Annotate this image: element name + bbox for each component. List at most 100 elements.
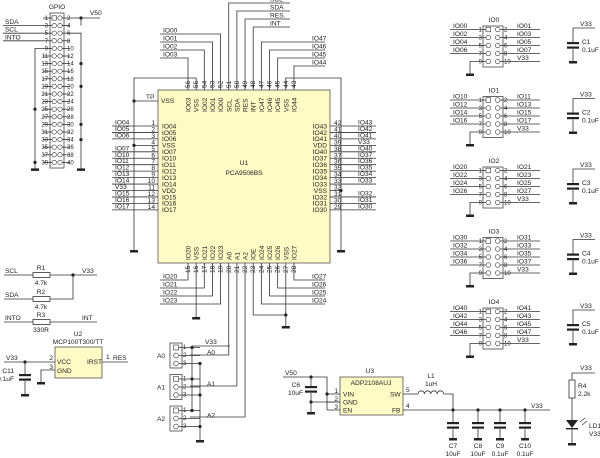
pin-number: 49 bbox=[242, 80, 249, 88]
resistor-value: 4.7k bbox=[35, 280, 48, 287]
pin-number: 12 bbox=[67, 54, 74, 60]
pin-icon bbox=[57, 15, 63, 21]
pin-icon bbox=[495, 42, 501, 49]
pin-icon bbox=[485, 58, 491, 65]
pin-number: 7 bbox=[479, 193, 483, 199]
pin-name: A1 bbox=[234, 252, 241, 260]
net-label: IO32 bbox=[453, 243, 468, 250]
pin-name: IO05 bbox=[162, 130, 177, 137]
cap-ref: C4 bbox=[582, 251, 591, 258]
pin-name: IO45 bbox=[275, 97, 282, 112]
pin-icon bbox=[485, 199, 491, 206]
wire bbox=[277, 57, 325, 82]
pin-number: 1 bbox=[183, 408, 187, 414]
pin-icon bbox=[51, 159, 57, 165]
inductor-value: 1uH bbox=[425, 381, 437, 388]
pin-number: 9 bbox=[151, 172, 155, 179]
pin-number: 3 bbox=[479, 247, 483, 253]
wire bbox=[572, 309, 595, 324]
pin-number: 1 bbox=[334, 388, 338, 395]
net-label: V33 bbox=[517, 196, 529, 203]
pin-name: VCC bbox=[57, 359, 71, 366]
ground-icon bbox=[569, 131, 577, 134]
capacitor-plate bbox=[519, 422, 531, 425]
junction-dot bbox=[339, 188, 343, 193]
net-label: A2 bbox=[207, 413, 215, 420]
junction-dot bbox=[190, 408, 194, 413]
wire bbox=[572, 27, 595, 42]
net-label: V33 bbox=[6, 355, 18, 362]
pin-name: IO12 bbox=[162, 168, 177, 175]
pin-name: IO46 bbox=[267, 97, 274, 112]
pin-name: IO04 bbox=[162, 123, 177, 130]
net-label: IO07 bbox=[517, 47, 532, 54]
wire bbox=[160, 33, 222, 82]
gpio-v50-label: V50 bbox=[90, 10, 102, 17]
net-label: IO27 bbox=[517, 188, 532, 195]
pin-number: 7 bbox=[479, 334, 483, 340]
pin-icon bbox=[51, 137, 57, 143]
wire bbox=[160, 273, 189, 281]
cap-value: 0.1uF bbox=[0, 376, 14, 383]
pin-number: 31 bbox=[334, 191, 342, 198]
pin-icon bbox=[57, 30, 63, 36]
wire bbox=[285, 77, 342, 250]
ground-icon bbox=[569, 343, 577, 346]
pin-number: 37 bbox=[334, 152, 342, 159]
pin-number: 32 bbox=[67, 130, 74, 136]
ground-icon bbox=[21, 394, 29, 397]
pin-icon bbox=[495, 246, 501, 252]
net-label: SCL bbox=[5, 268, 18, 275]
net-label: IO02 bbox=[163, 44, 178, 51]
pin-name: IO30 bbox=[313, 207, 328, 214]
pin-icon bbox=[495, 26, 501, 33]
pin-number: 7 bbox=[479, 52, 483, 58]
net-label: IO46 bbox=[453, 329, 468, 336]
net-label: V33 bbox=[580, 303, 592, 310]
inductor-ref: L1 bbox=[427, 373, 435, 380]
capacitor-plate bbox=[305, 386, 317, 389]
net-label: IO10 bbox=[115, 152, 130, 159]
pin-name: IO33 bbox=[313, 181, 328, 188]
pin-number: 5 bbox=[479, 326, 483, 332]
pin-name: EN bbox=[343, 407, 352, 414]
pin-name: IO07 bbox=[162, 149, 177, 156]
capacitor-plate bbox=[472, 422, 484, 425]
pin-icon bbox=[495, 254, 501, 260]
pin-name: IO17 bbox=[162, 207, 177, 214]
ground-icon bbox=[337, 250, 345, 253]
pin-number: 19 bbox=[218, 265, 225, 273]
ground-icon bbox=[569, 202, 577, 205]
net-label: IO32 bbox=[358, 190, 373, 197]
pin-name: IO02 bbox=[202, 97, 209, 112]
net-label: IO41 bbox=[517, 305, 532, 312]
capacitor-plate bbox=[472, 426, 484, 429]
wire bbox=[572, 168, 595, 183]
net-label: RES. bbox=[270, 13, 286, 20]
capacitor-plate bbox=[567, 253, 579, 256]
pin-name: IO42 bbox=[313, 130, 328, 137]
resistor-R3 bbox=[32, 319, 51, 325]
net-label: V33 bbox=[82, 268, 94, 275]
pin-name: IO43 bbox=[313, 123, 328, 130]
cap-ref: C8 bbox=[474, 443, 483, 450]
cap-ref: C2 bbox=[582, 110, 591, 117]
pin-number: 5 bbox=[479, 255, 483, 261]
net-label: IO06 bbox=[453, 47, 468, 54]
capacitor-plate bbox=[447, 426, 459, 429]
pin-number: 28 bbox=[291, 265, 298, 273]
ground-icon bbox=[521, 438, 529, 441]
wire bbox=[260, 273, 325, 305]
pin-name: GND bbox=[343, 399, 358, 406]
pin-number: 8 bbox=[504, 334, 508, 340]
junction-dot bbox=[79, 138, 83, 142]
pin-number: 30 bbox=[67, 122, 74, 128]
u1-chip bbox=[157, 89, 331, 264]
pin-icon bbox=[173, 392, 179, 398]
pin-name: IO21 bbox=[202, 245, 209, 260]
pin-name: VDD bbox=[162, 188, 176, 195]
pin-name: IO13 bbox=[162, 175, 177, 182]
ground-icon bbox=[192, 317, 201, 320]
cap-value: 0.1uF bbox=[582, 329, 599, 336]
